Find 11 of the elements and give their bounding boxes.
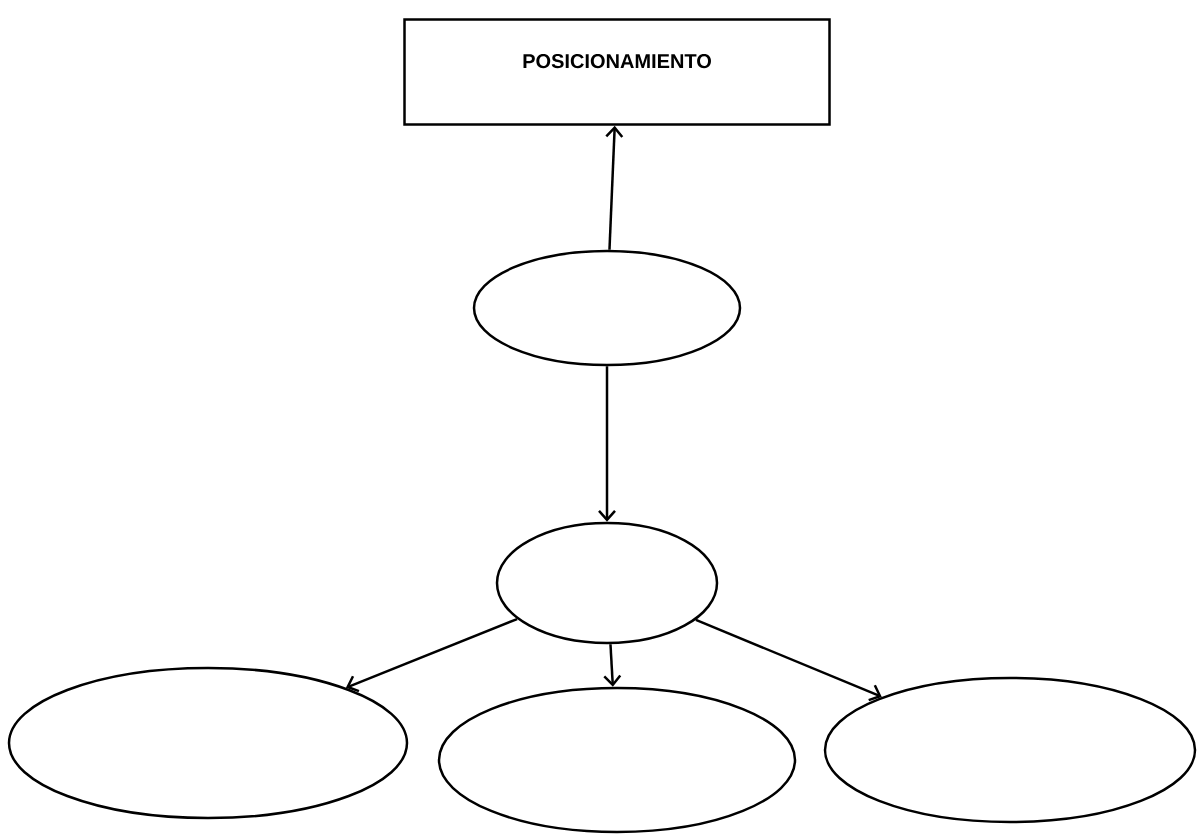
- arrow: [345, 617, 518, 693]
- process-box: POSICIONAMIENTO: [403, 18, 831, 126]
- empty-ellipse: [7, 666, 409, 820]
- arrow: [603, 644, 622, 687]
- empty-ellipse: [472, 249, 742, 367]
- empty-ellipse: [437, 686, 797, 834]
- empty-ellipse: [495, 521, 719, 645]
- arrow: [605, 125, 624, 250]
- empty-ellipse: [823, 676, 1197, 824]
- arrow: [695, 618, 882, 702]
- arrow: [598, 366, 616, 522]
